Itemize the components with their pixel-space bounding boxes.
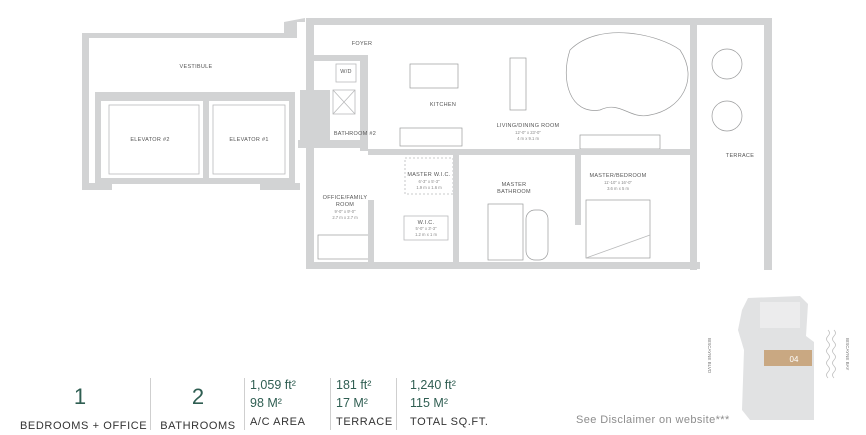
- terrace-metric: 17 M²: [336, 396, 368, 410]
- terrace-imperial: 181 ft²: [336, 378, 372, 392]
- kitchen-island: [409, 63, 459, 89]
- dim-wic-imperial: 5'-0" x 3'-3": [415, 226, 437, 231]
- dim-wic-metric: 1.2 m x 1 m: [415, 232, 437, 237]
- master-shower: [487, 203, 524, 261]
- stat-bathrooms: 2 BATHROOMS: [158, 370, 238, 432]
- shower: [332, 89, 356, 115]
- elevator-2-car: [108, 104, 200, 175]
- unit-top-wall: [306, 18, 772, 25]
- label-wic: W.I.C.: [418, 220, 435, 226]
- wall-segment: [453, 155, 459, 265]
- unit-04-label: 04: [790, 355, 799, 364]
- label-vestibule: VESTIBULE: [180, 64, 213, 70]
- wall-segment: [300, 90, 330, 140]
- stat-total: 1,240 ft² 115 M² TOTAL SQ.FT.: [410, 370, 510, 430]
- wall-segment: [314, 55, 360, 61]
- water-wave: [832, 329, 836, 379]
- total-label: TOTAL SQ.FT.: [410, 416, 489, 428]
- terrace-chair: [711, 48, 743, 80]
- ac-area-metric: 98 M²: [250, 396, 282, 410]
- terrace-label: TERRACE: [336, 416, 393, 428]
- dim-master-wic-metric: 1.9 m x 1.6 m: [416, 185, 442, 190]
- label-master-wic: MASTER W.I.C.: [407, 172, 450, 178]
- label-elevator-1: ELEVATOR #1: [229, 137, 268, 143]
- wic-closet: [403, 215, 449, 241]
- bathrooms-value: 2: [191, 384, 205, 409]
- divider: [396, 378, 397, 430]
- living-console: [579, 134, 661, 150]
- label-bathroom-2: BATHROOM #2: [334, 131, 376, 137]
- vestibule-lower-wall: [82, 183, 112, 190]
- stat-terrace: 181 ft² 17 M² TERRACE: [336, 370, 396, 430]
- wd-unit: [335, 63, 357, 83]
- street-right-label: BISCAYNE BAY: [845, 338, 850, 370]
- label-elevator-2: ELEVATOR #2: [130, 137, 169, 143]
- wall-segment: [575, 155, 581, 225]
- dim-office-imperial: 9'-0" x 9'-0": [334, 209, 356, 214]
- disclaimer-text: See Disclaimer on website***: [576, 414, 730, 426]
- total-metric: 115 M²: [410, 396, 448, 410]
- label-master-bath-2: BATHROOM: [497, 189, 531, 195]
- terrace-chair: [711, 100, 743, 132]
- label-foyer: FOYER: [352, 41, 372, 47]
- bathrooms-label: BATHROOMS: [160, 420, 236, 432]
- dim-master-bed-imperial: 11'-10" x 16'-0": [604, 180, 632, 185]
- wall-segment: [260, 183, 300, 190]
- unit-04-highlight: [764, 350, 812, 366]
- divider: [244, 378, 245, 430]
- terrace-outer-wall: [764, 18, 772, 270]
- mid-wall: [368, 149, 690, 155]
- kitchen-counter: [399, 127, 463, 147]
- bedrooms-value: 1: [73, 384, 87, 409]
- label-office-1: OFFICE/FAMILY: [323, 195, 368, 201]
- terrace-divider-wall: [690, 18, 697, 270]
- master-bed: [585, 199, 651, 259]
- tower-section: [760, 302, 800, 328]
- floor-plan: VESTIBULE FOYER W/D KITCHEN ELEVATOR #2 …: [82, 18, 772, 270]
- label-master-bath-1: MASTER: [502, 182, 527, 188]
- water-wave: [826, 329, 830, 379]
- stat-bedrooms: 1 BEDROOMS + OFFICE: [20, 370, 148, 432]
- label-living: LIVING/DINING ROOM: [497, 123, 560, 129]
- dim-master-wic-imperial: 6'-3" x 5'-3": [418, 179, 440, 184]
- label-kitchen: KITCHEN: [430, 102, 456, 108]
- wall-segment: [298, 140, 368, 148]
- label-master-bedroom: MASTER/BEDROOM: [589, 173, 646, 179]
- key-plan: 04 BISCAYNE BLVD BISCAYNE BAY: [707, 296, 850, 420]
- divider: [150, 378, 151, 430]
- elevator-1: [209, 101, 289, 178]
- dim-office-metric: 2.7 m x 2.7 m: [332, 215, 358, 220]
- bathtub: [525, 209, 549, 261]
- elevator-1-car: [212, 104, 286, 175]
- ac-area-label: A/C AREA: [250, 416, 306, 428]
- street-left-label: BISCAYNE BLVD: [707, 338, 712, 374]
- unit-bottom-wall: [306, 262, 700, 269]
- dining-table: [509, 57, 527, 111]
- elevator-2: [101, 101, 203, 178]
- dim-master-bed-metric: 3.6 m x 5 m: [607, 186, 629, 191]
- total-imperial: 1,240 ft²: [410, 378, 456, 392]
- unit-stats: 1 BEDROOMS + OFFICE 2 BATHROOMS 1,059 ft…: [0, 370, 560, 435]
- stat-ac-area: 1,059 ft² 98 M² A/C AREA: [250, 370, 330, 430]
- wall-segment: [360, 55, 368, 151]
- vestibule-wall: [82, 18, 305, 186]
- label-office-2: ROOM: [336, 202, 354, 208]
- sofa: [566, 32, 689, 117]
- ac-area-imperial: 1,059 ft²: [250, 378, 296, 392]
- office-sofa: [317, 234, 371, 260]
- dim-living-metric: 4 m x 9.1 m: [517, 136, 539, 141]
- wall-segment: [368, 200, 374, 262]
- bedrooms-label: BEDROOMS + OFFICE: [20, 420, 148, 432]
- divider: [330, 378, 331, 430]
- label-terrace: TERRACE: [726, 153, 754, 159]
- label-wd: W/D: [340, 69, 352, 75]
- dim-living-imperial: 12'-0" x 23'-0": [515, 130, 541, 135]
